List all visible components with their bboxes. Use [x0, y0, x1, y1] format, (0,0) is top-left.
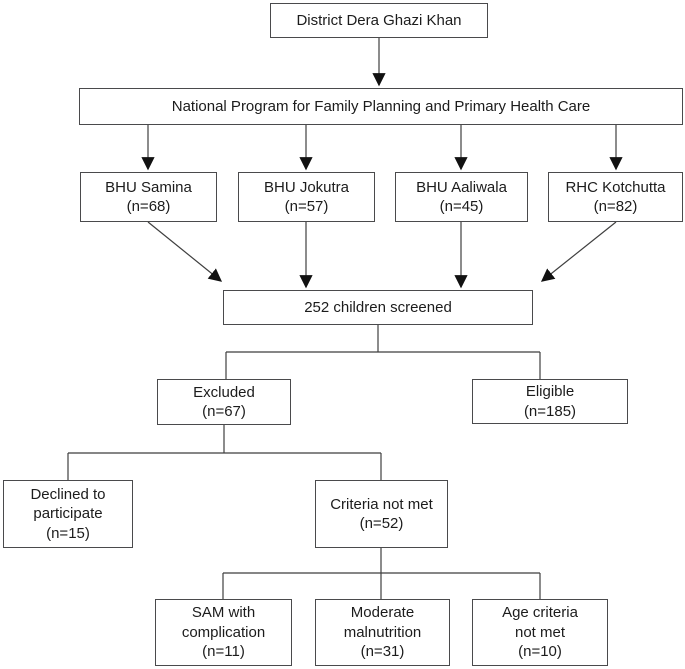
node-district: District Dera Ghazi Khan	[270, 3, 488, 38]
node-declined-to-participate: Declined to participate (n=15)	[3, 480, 133, 548]
node-excluded: Excluded (n=67)	[157, 379, 291, 425]
node-program: National Program for Family Planning and…	[79, 88, 683, 125]
node-bhu-aaliwala: BHU Aaliwala (n=45)	[395, 172, 528, 222]
node-bhu-samina: BHU Samina (n=68)	[80, 172, 217, 222]
node-moderate-malnutrition: Moderate malnutrition (n=31)	[315, 599, 450, 666]
node-bhu-jokutra: BHU Jokutra (n=57)	[238, 172, 375, 222]
node-sam-with-complication: SAM with complication (n=11)	[155, 599, 292, 666]
node-children-screened: 252 children screened	[223, 290, 533, 325]
node-criteria-not-met: Criteria not met (n=52)	[315, 480, 448, 548]
node-age-criteria-not-met: Age criteria not met (n=10)	[472, 599, 608, 666]
node-rhc-kotchutta: RHC Kotchutta (n=82)	[548, 172, 683, 222]
node-eligible: Eligible (n=185)	[472, 379, 628, 424]
